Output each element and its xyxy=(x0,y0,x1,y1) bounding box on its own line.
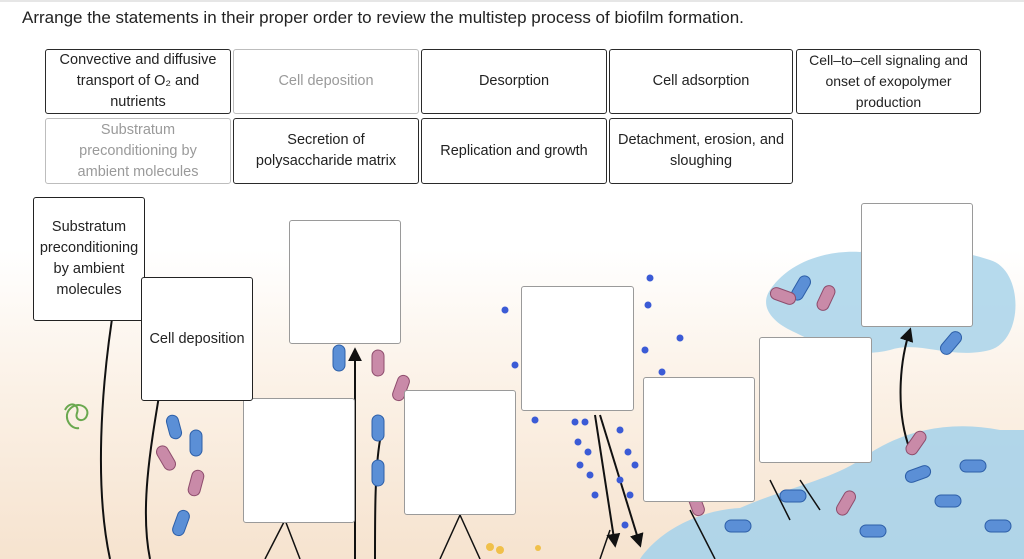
bank-tile-replication-growth[interactable]: Replication and growth xyxy=(421,118,607,184)
bank-tile-convective-transport[interactable]: Convective and diffusive transport of O₂… xyxy=(45,49,231,114)
question-prompt: Arrange the statements in their proper o… xyxy=(22,8,744,27)
placed-tile-substratum-preconditioning[interactable]: Substratum preconditioning by ambient mo… xyxy=(33,197,145,321)
drop-zone-4[interactable] xyxy=(243,398,355,523)
bank-tile-cell-signaling[interactable]: Cell–to–cell signaling and onset of exop… xyxy=(796,49,981,114)
drop-zone-8[interactable] xyxy=(759,337,872,463)
drop-zone-9[interactable] xyxy=(861,203,973,327)
bank-tile-desorption[interactable]: Desorption xyxy=(421,49,607,114)
bank-tile-substratum-preconditioning[interactable]: Substratum preconditioning by ambient mo… xyxy=(45,118,231,184)
bank-tile-cell-adsorption[interactable]: Cell adsorption xyxy=(609,49,793,114)
top-divider xyxy=(0,0,1024,2)
placed-tile-cell-deposition[interactable]: Cell deposition xyxy=(141,277,253,401)
bank-tile-cell-deposition[interactable]: Cell deposition xyxy=(233,49,419,114)
drop-zone-7[interactable] xyxy=(643,377,755,502)
drop-zone-6[interactable] xyxy=(521,286,634,411)
bank-tile-secretion-matrix[interactable]: Secretion of polysaccharide matrix xyxy=(233,118,419,184)
drop-zone-5[interactable] xyxy=(404,390,516,515)
drop-zone-3[interactable] xyxy=(289,220,401,344)
bank-tile-detachment[interactable]: Detachment, erosion, and sloughing xyxy=(609,118,793,184)
